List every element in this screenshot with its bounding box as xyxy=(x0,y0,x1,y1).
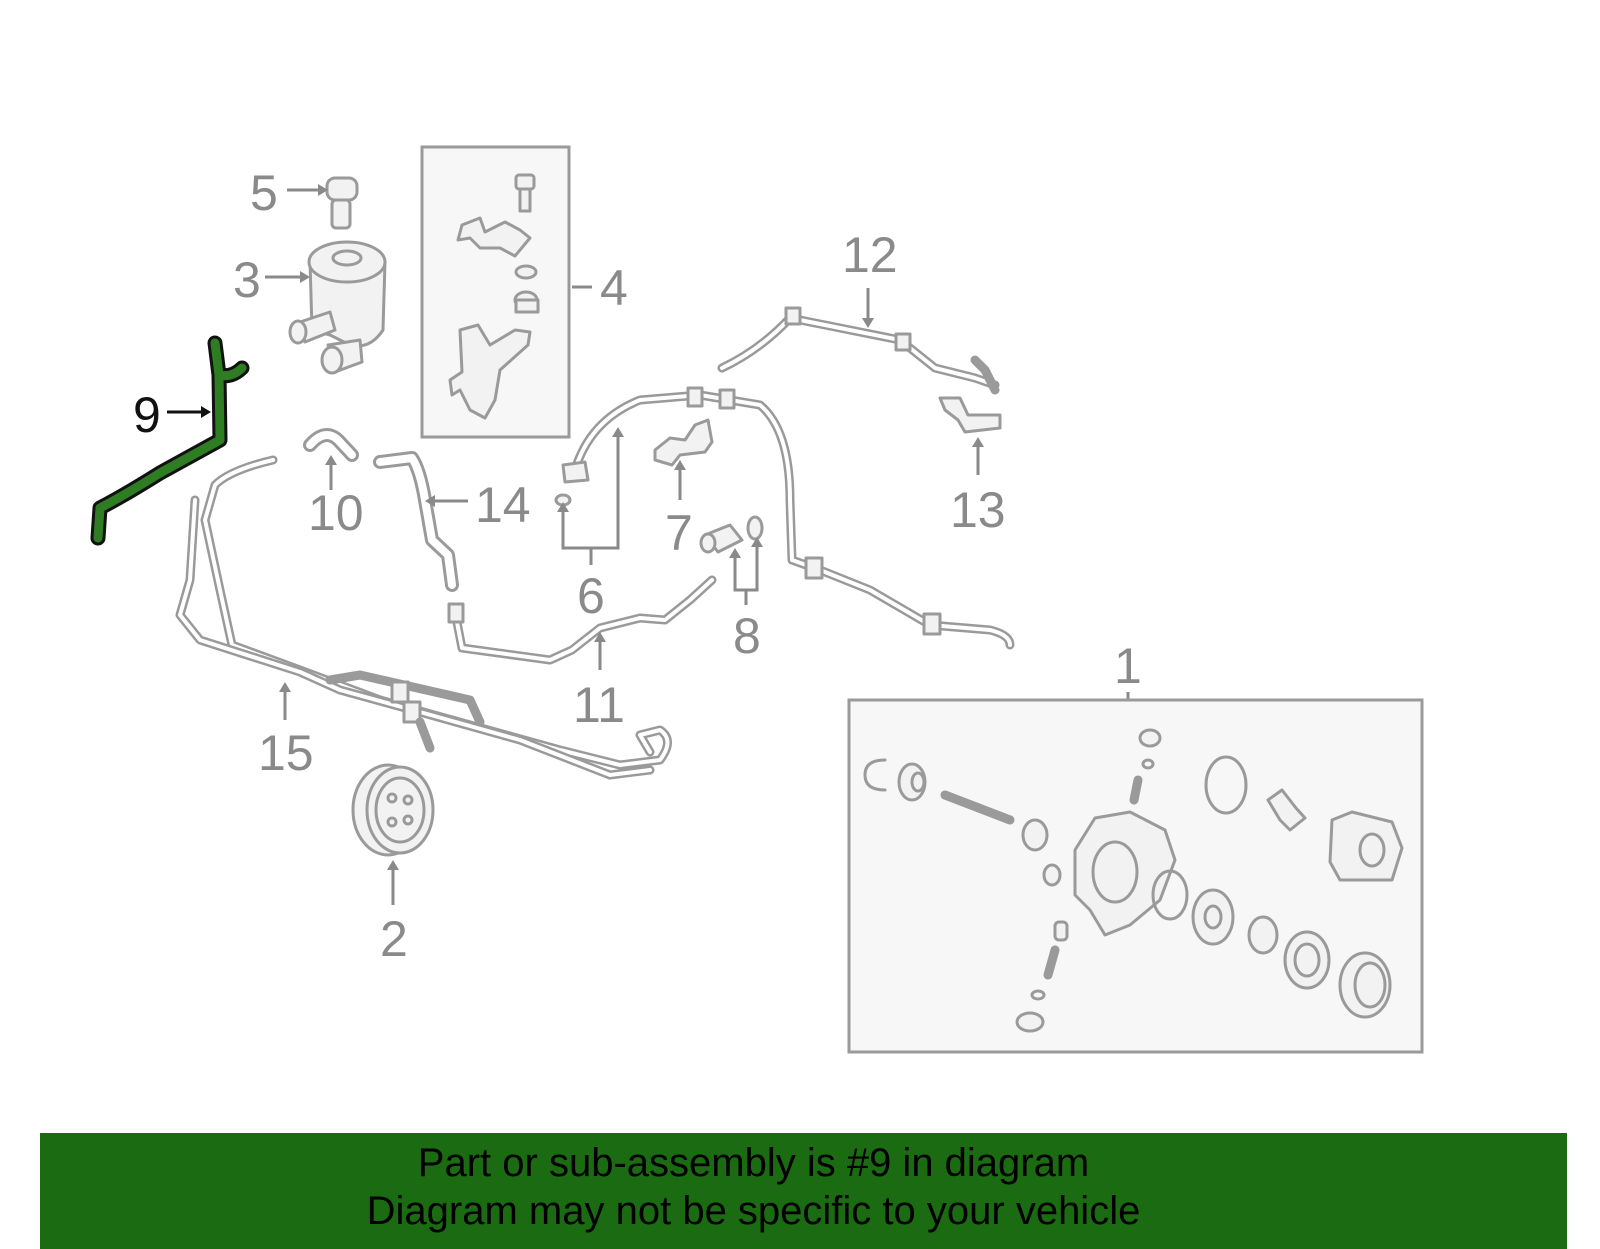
part-9-highlighted-hose xyxy=(90,335,250,546)
info-banner: Part or sub-assembly is #9 in diagram Di… xyxy=(40,1133,1567,1249)
part-4-bracket-parts xyxy=(448,173,540,420)
callout-2: 2 xyxy=(380,911,408,967)
part-10-hose xyxy=(303,428,359,462)
leader-8 xyxy=(733,545,759,592)
callout-6: 6 xyxy=(577,568,605,624)
part-15-cooler-line xyxy=(175,455,672,780)
callout-13: 13 xyxy=(950,482,1006,538)
part-5-bolt xyxy=(325,176,359,230)
part-11-return-line xyxy=(447,575,717,665)
callout-10: 10 xyxy=(308,485,364,541)
part-7-bracket xyxy=(653,418,714,467)
callout-1: 1 xyxy=(1114,638,1142,694)
part-14-hose xyxy=(373,451,459,592)
callout-12: 12 xyxy=(842,227,898,283)
callout-5: 5 xyxy=(250,165,278,221)
part-12-line xyxy=(717,306,1000,395)
part-3-reservoir xyxy=(288,240,387,375)
callout-7: 7 xyxy=(665,505,693,561)
part-13-bracket xyxy=(938,396,1002,434)
callout-11: 11 xyxy=(573,677,625,733)
callout-9: 9 xyxy=(133,387,161,443)
callout-8: 8 xyxy=(733,608,761,664)
callout-3: 3 xyxy=(233,252,261,308)
part-1-pump-components xyxy=(863,728,1404,1033)
part-6-pressure-hose xyxy=(554,386,1015,650)
leader-6 xyxy=(561,435,620,550)
part-2-pulley xyxy=(351,763,435,857)
banner-line-1: Part or sub-assembly is #9 in diagram xyxy=(417,1141,1090,1185)
callout-15: 15 xyxy=(258,725,314,781)
banner-line-2: Diagram may not be specific to your vehi… xyxy=(366,1189,1141,1233)
callout-14: 14 xyxy=(475,477,531,533)
part-8-fitting xyxy=(699,515,764,554)
callout-4: 4 xyxy=(600,260,628,316)
